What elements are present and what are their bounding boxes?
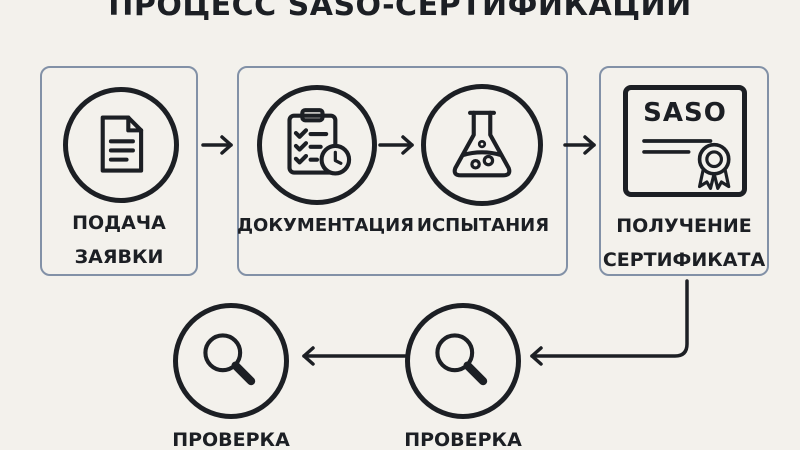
arrow-certificate-to-inspection [530,279,689,366]
step-label-certificate-line1: ПОЛУЧЕНИЕ [616,215,752,237]
step-label-documentation: ДОКУМЕНТАЦИЯ [237,215,415,236]
certificate-icon: SASO [623,85,747,197]
magnifier-icon [405,303,521,419]
document-icon [63,87,179,203]
magnifier-icon [173,303,289,419]
lab-flask-icon [421,84,543,206]
step-label-application-line2: ЗАЯВКИ [74,246,164,268]
step-label-inspection-1: ПРОВЕРКА [172,429,290,450]
step-label-application: ПОДАЧА ЗАЯВКИ [40,206,198,274]
arrow-inspection-to-inspection [302,346,407,366]
certificate-badge-text: SASO [643,98,727,128]
step-label-certificate: ПОЛУЧЕНИЕ СЕРТИФИКАТА [599,209,769,277]
diagram-title: ПРОЦЕСС SASO-СЕРТИФИКАЦИИ [108,0,692,23]
step-label-inspection-2: ПРОВЕРКА [404,429,522,450]
arrow-application-to-documentation [201,135,233,155]
clipboard-checklist-clock-icon [257,85,377,205]
step-label-testing: ИСПЫТАНИЯ [416,215,550,236]
seal-icon [697,142,731,190]
arrow-testing-to-certificate [563,135,596,155]
step-label-application-line1: ПОДАЧА [72,212,166,234]
step-label-certificate-line2: СЕРТИФИКАТА [602,249,766,271]
